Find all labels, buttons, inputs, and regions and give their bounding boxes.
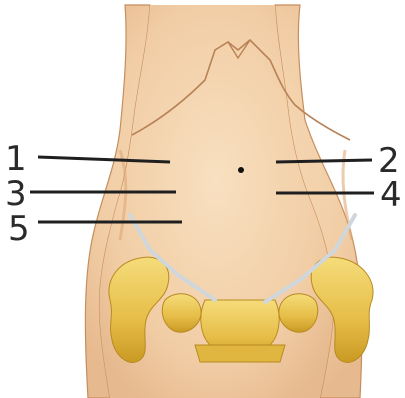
left-hip-joint bbox=[162, 294, 201, 332]
callout-label-4: 4 bbox=[380, 175, 402, 215]
umbilicus-dot-icon bbox=[238, 167, 244, 173]
right-hip-joint bbox=[279, 294, 318, 332]
callout-label-1: 1 bbox=[5, 139, 27, 179]
callout-label-5: 5 bbox=[8, 209, 30, 249]
callout-label-3: 3 bbox=[5, 174, 27, 214]
sacrum-lower bbox=[195, 345, 285, 362]
callout-line-2 bbox=[276, 160, 372, 162]
